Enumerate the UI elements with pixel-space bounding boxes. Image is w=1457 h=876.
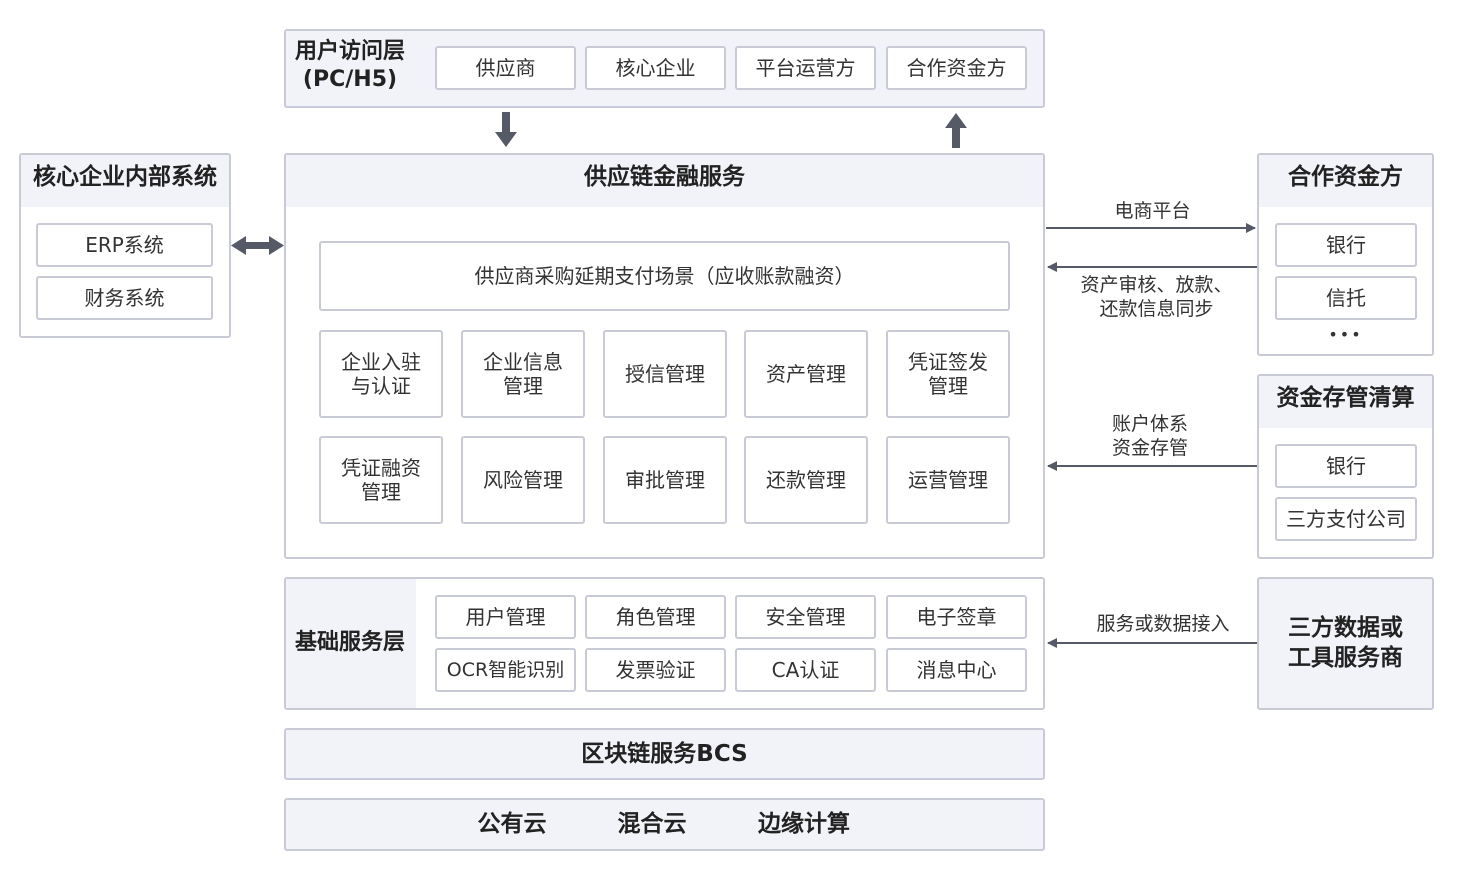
module-enterprise-onboarding[interactable]: 企业入驻 与认证 xyxy=(319,330,443,418)
base-ocr-recognition[interactable]: OCR智能识别 xyxy=(435,648,576,692)
module-operation-management[interactable]: 运营管理 xyxy=(886,436,1010,524)
cloud-public: 公有云 xyxy=(477,811,547,837)
cloud-hybrid: 混合云 xyxy=(617,811,687,837)
module-credit-management[interactable]: 授信管理 xyxy=(603,330,727,418)
partner-funds-title: 合作资金方 xyxy=(1288,164,1403,190)
core-internal-system-title: 核心企业内部系统 xyxy=(33,164,217,190)
label-account-custody: 账户体系 资金存管 xyxy=(1111,413,1188,459)
base-invoice-verification[interactable]: 发票验证 xyxy=(585,648,726,692)
blockchain-title: 区块链服务BCS xyxy=(581,741,748,767)
user-item-supplier[interactable]: 供应商 xyxy=(435,46,576,90)
custody-bank-box[interactable]: 银行 xyxy=(1275,444,1417,488)
arrow-down-user-to-scf xyxy=(495,112,517,147)
base-user-management[interactable]: 用户管理 xyxy=(435,595,576,639)
partner-more-ellipsis: ••• xyxy=(1328,325,1363,344)
third-party-provider-title: 三方数据或 工具服务商 xyxy=(1288,615,1403,671)
base-e-signature[interactable]: 电子签章 xyxy=(886,595,1027,639)
base-service-layer-title: 基础服务层 xyxy=(294,630,405,655)
partner-bank-box[interactable]: 银行 xyxy=(1275,223,1417,267)
partner-trust-box[interactable]: 信托 xyxy=(1275,276,1417,320)
arrow-up-scf-to-user xyxy=(945,113,967,148)
module-voucher-financing[interactable]: 凭证融资 管理 xyxy=(319,436,443,524)
module-repayment-management[interactable]: 还款管理 xyxy=(744,436,868,524)
user-item-core-enterprise[interactable]: 核心企业 xyxy=(585,46,726,90)
user-access-layer-title: 用户访问层 (PC/H5) xyxy=(294,39,405,92)
base-ca-certification[interactable]: CA认证 xyxy=(735,648,876,692)
module-risk-management[interactable]: 风险管理 xyxy=(461,436,585,524)
module-enterprise-info[interactable]: 企业信息 管理 xyxy=(461,330,585,418)
user-item-funding-partner[interactable]: 合作资金方 xyxy=(886,46,1027,90)
custody-title: 资金存管清算 xyxy=(1276,385,1415,411)
module-voucher-issuance[interactable]: 凭证签发 管理 xyxy=(886,330,1010,418)
base-security-management[interactable]: 安全管理 xyxy=(735,595,876,639)
cloud-layer xyxy=(284,798,1045,851)
scenario-box[interactable]: 供应商采购延期支付场景（应收账款融资） xyxy=(319,241,1010,311)
erp-system-box[interactable]: ERP系统 xyxy=(36,223,213,267)
third-party-payment-box[interactable]: 三方支付公司 xyxy=(1275,497,1417,541)
user-item-platform-operator[interactable]: 平台运营方 xyxy=(735,46,876,90)
label-service-access: 服务或数据接入 xyxy=(1096,613,1230,635)
arrow-bidirectional-core-scf xyxy=(231,236,284,255)
scf-service-title: 供应链金融服务 xyxy=(584,164,745,190)
blockchain-layer xyxy=(284,728,1045,780)
label-asset-sync: 资产审核、放款、 还款信息同步 xyxy=(1080,274,1233,320)
base-message-center[interactable]: 消息中心 xyxy=(886,648,1027,692)
label-ecommerce: 电商平台 xyxy=(1114,200,1191,222)
module-approval-management[interactable]: 审批管理 xyxy=(603,436,727,524)
module-asset-management[interactable]: 资产管理 xyxy=(744,330,868,418)
third-party-provider-panel xyxy=(1257,577,1434,710)
finance-system-box[interactable]: 财务系统 xyxy=(36,276,213,320)
cloud-edge: 边缘计算 xyxy=(758,811,850,837)
base-role-management[interactable]: 角色管理 xyxy=(585,595,726,639)
